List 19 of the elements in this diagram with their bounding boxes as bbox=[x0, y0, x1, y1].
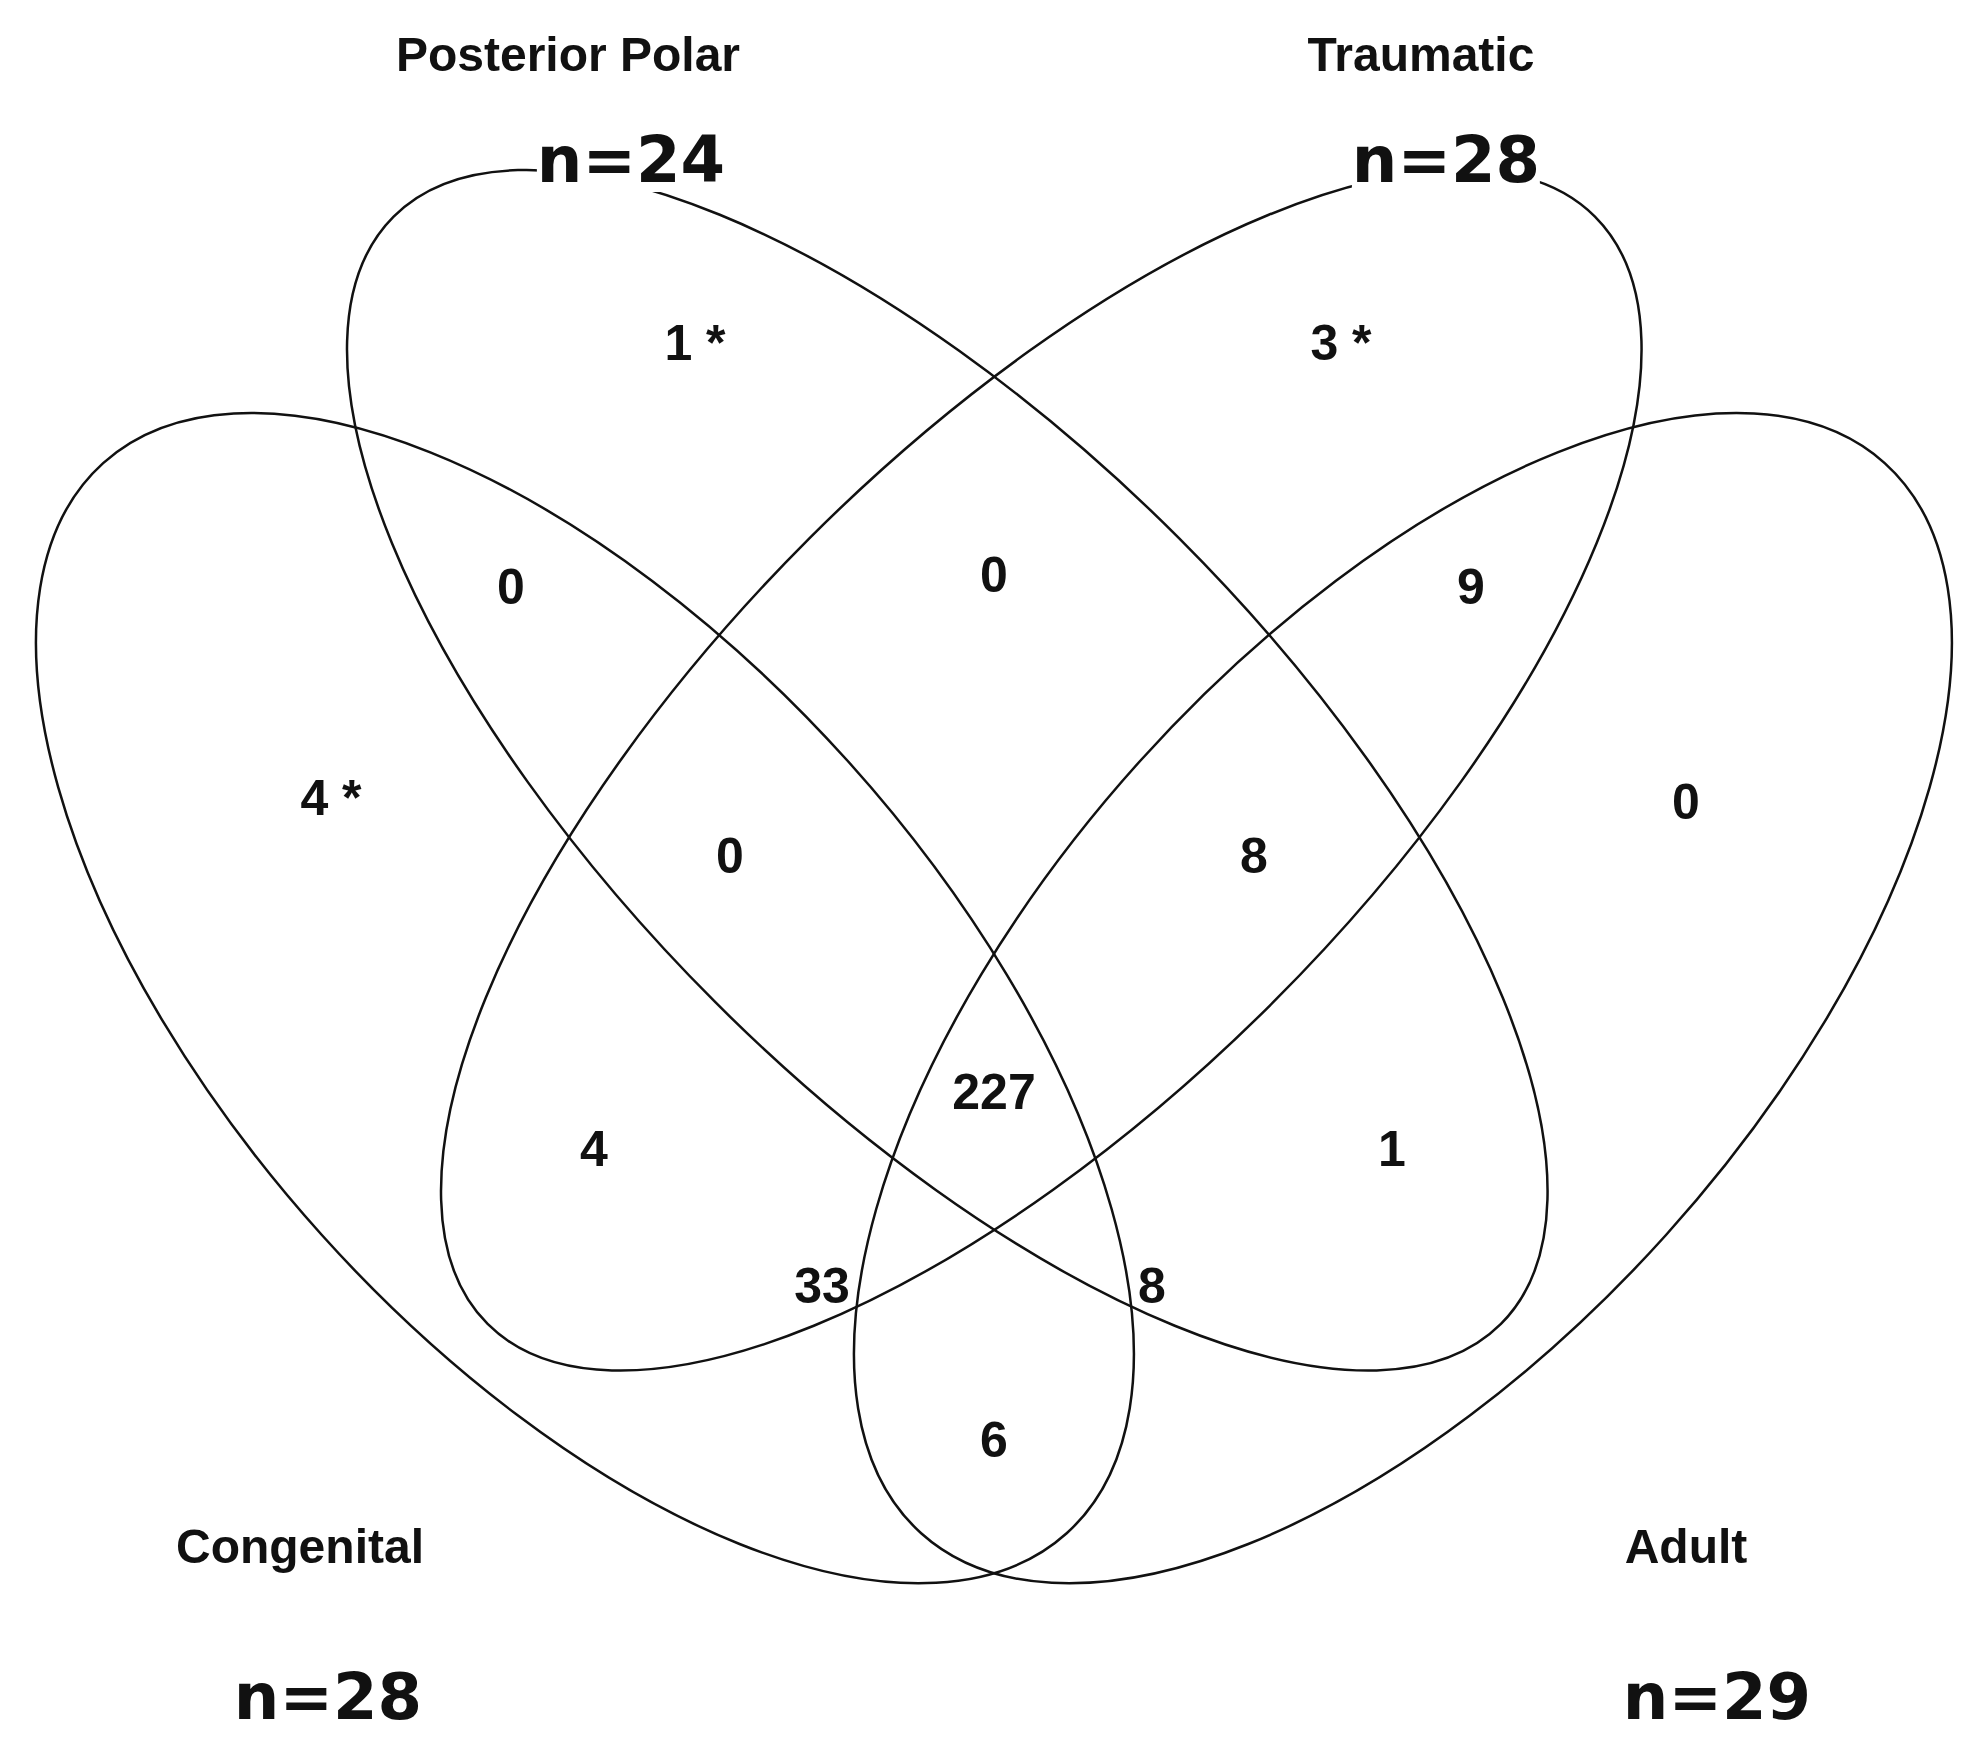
region-count: 4 bbox=[580, 1124, 608, 1174]
region-count: 1 bbox=[1378, 1124, 1406, 1174]
region-count: 0 bbox=[716, 831, 744, 881]
region-count: 0 bbox=[497, 562, 525, 612]
set-name: Posterior Polar bbox=[395, 31, 741, 79]
region-count: 33 bbox=[794, 1261, 850, 1311]
region-count: 6 bbox=[980, 1415, 1008, 1465]
region-count: 1 * bbox=[664, 318, 726, 368]
region-count: 227 bbox=[952, 1067, 1036, 1117]
set-name: Congenital bbox=[176, 1523, 424, 1571]
region-count: 3 * bbox=[1310, 318, 1372, 368]
set-name: Traumatic bbox=[1307, 31, 1535, 79]
region-count: 8 bbox=[1240, 831, 1268, 881]
region-count: 8 bbox=[1138, 1261, 1166, 1311]
region-count: 0 bbox=[1672, 777, 1700, 827]
region-count: 4 * bbox=[300, 773, 362, 823]
set-name: Adult bbox=[1624, 1523, 1748, 1571]
region-count: 9 bbox=[1457, 562, 1485, 612]
region-count: 0 bbox=[980, 550, 1008, 600]
